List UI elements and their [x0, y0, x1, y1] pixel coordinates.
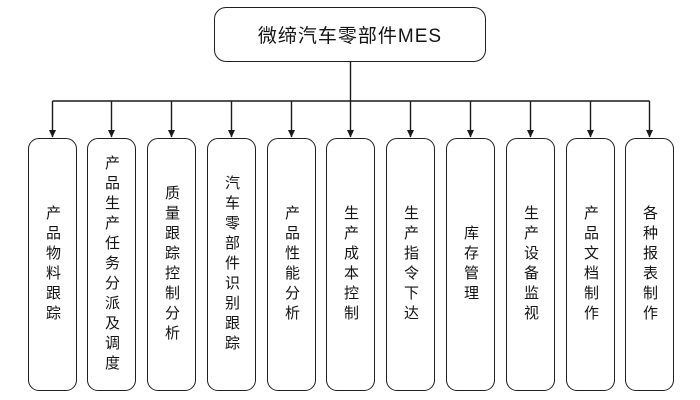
branch-label: 生产成本控制	[342, 204, 359, 325]
branch-node-product-document-creation: 产品文档制作	[566, 138, 615, 391]
branch-label: 库存管理	[462, 224, 479, 305]
root-node: 微缔汽车零部件MES	[214, 7, 486, 62]
branch-node-various-report-creation: 各种报表制作	[625, 138, 674, 391]
branch-label: 产品性能分析	[283, 204, 300, 325]
branch-node-product-performance-analysis: 产品性能分析	[267, 138, 316, 391]
branch-label: 质量跟踪控制分析	[163, 184, 180, 345]
branch-node-inventory-management: 库存管理	[446, 138, 495, 391]
branch-label: 生产设备监视	[522, 204, 539, 325]
branch-label: 各种报表制作	[641, 204, 658, 325]
branch-label: 产品生产任务分派及调度	[103, 154, 120, 375]
branch-node-equipment-monitoring: 生产设备监视	[506, 138, 555, 391]
branch-node-production-cost-control: 生产成本控制	[326, 138, 375, 391]
branch-node-auto-parts-identification-tracking: 汽车零部件识别跟踪	[207, 138, 256, 391]
branch-label: 生产指令下达	[402, 204, 419, 325]
branch-node-quality-tracking-control-analysis: 质量跟踪控制分析	[147, 138, 196, 391]
branch-node-product-material-tracking: 产品物料跟踪	[28, 138, 77, 391]
branch-label: 产品物料跟踪	[44, 204, 61, 325]
branch-label: 汽车零部件识别跟踪	[223, 174, 240, 355]
branch-node-production-order-issuing: 生产指令下达	[386, 138, 435, 391]
branch-node-task-dispatch-scheduling: 产品生产任务分派及调度	[87, 138, 136, 391]
branch-label: 产品文档制作	[582, 204, 599, 325]
root-node-label: 微缔汽车零部件MES	[257, 26, 443, 47]
